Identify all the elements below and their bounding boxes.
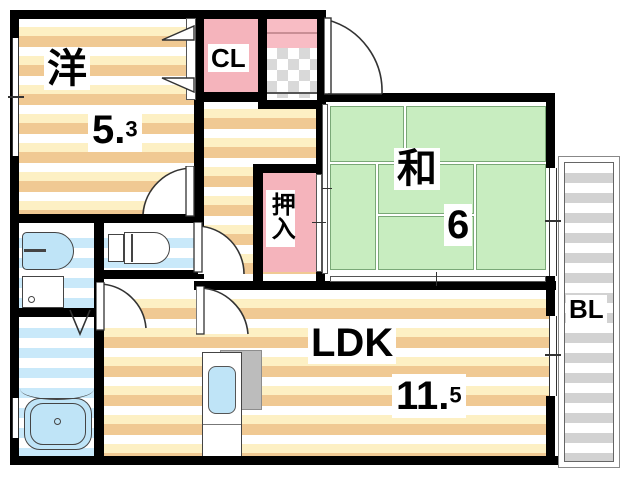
window-bath [12,398,19,438]
fusuma-japanese-ldk[interactable] [330,276,546,282]
window-mullion [8,96,24,98]
wall-outer-left [10,10,19,465]
room-label-closet: CL [208,44,249,72]
ldk-size-sup: 5 [449,382,462,408]
western-size-value: 5. [92,108,126,152]
room-size-western: 5.3 [88,108,142,152]
bath-apron-curve [20,378,94,400]
genkan-tile [266,48,322,98]
genkan-step-line [264,92,324,94]
room-label-oshiire: 押入 [266,190,296,248]
ldk-hall-door[interactable] [196,286,254,338]
room-size-japanese: 6 [444,204,473,246]
vanity-basin [22,232,74,270]
western-size-sup: 3 [125,116,138,142]
toilet-lid-line [131,234,133,262]
room-size-ldk: 11.5 [392,374,466,418]
wall-oshiire-left [253,164,263,282]
washroom-door[interactable] [96,282,152,332]
wall-washroom-right [94,223,104,465]
wall-japanese-right [546,93,555,168]
wall-outer-top [10,10,326,19]
wall-western-right [194,18,204,223]
wall-oshiire-top [253,164,325,173]
western-room-door[interactable] [140,166,198,218]
tatami-mat [330,106,404,162]
bathtub-drain [54,418,61,425]
tatami-mat [476,164,546,270]
wall-japanese-top [317,93,555,102]
room-label-western: 洋 [44,48,90,90]
wall-ldk-right-lower [546,396,555,465]
ldk-size-value: 11. [396,374,450,418]
wall-western-bottom [10,214,204,223]
oshiire-text: 押入 [267,192,296,240]
window-mullion [545,220,561,222]
fusuma-mark [318,188,332,190]
wall-ldk-top-left [194,281,325,290]
entrance-door[interactable] [324,14,386,98]
oshiire-door-mark [312,222,326,224]
room-label-balcony: BL [566,295,607,323]
shoe-cabinet-divider [266,32,322,34]
wall-bath-top [10,308,104,317]
kitchen-sink [208,366,236,414]
wall-ldk-right-upper [546,276,555,316]
wall-outer-bottom [10,456,558,465]
toilet-door[interactable] [192,222,248,278]
window-mullion [545,354,561,356]
wall-cl-right [258,10,267,102]
vanity-faucet [24,249,46,252]
tatami-mat [330,164,376,270]
closet-cl-door[interactable] [186,18,196,100]
window-ldk-balcony [549,316,557,396]
washer-space [22,276,64,308]
wall-genkan-bottom [258,100,326,109]
wall-entry-right [317,10,326,102]
room-label-japanese: 和 [394,148,440,190]
closet-cl-door-chevrons [161,24,195,94]
washer-drain [28,296,35,303]
kitchen-counter-divider [203,424,241,426]
room-label-ldk: LDK [308,322,397,364]
fusuma-ldk-mark [436,272,438,286]
toilet-tank [108,234,124,262]
bath-door[interactable] [66,308,92,338]
wall-cl-bottom [194,92,267,102]
wall-toilet-bottom [94,270,194,279]
window-japanese-balcony [549,168,557,276]
balcony-outer-frame [558,156,620,468]
